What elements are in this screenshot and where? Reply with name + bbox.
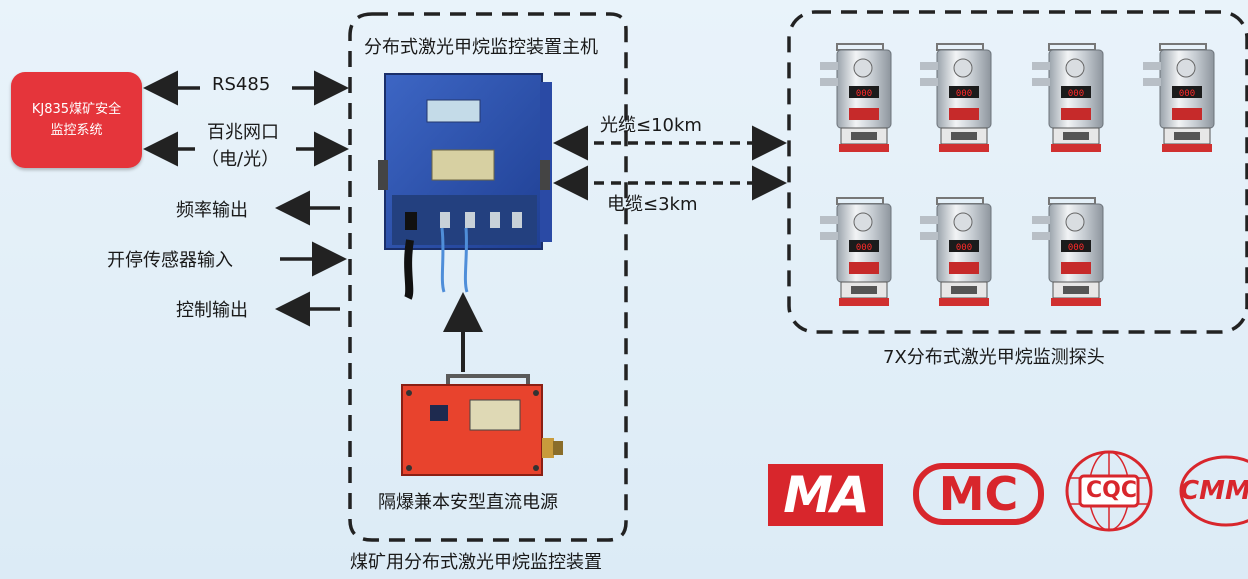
electric-cable-label: 电缆≤3km bbox=[607, 194, 698, 215]
probe-device-3: 000 bbox=[1032, 43, 1104, 152]
host-dashed-frame bbox=[348, 12, 628, 542]
cqc-logo bbox=[1065, 450, 1153, 532]
control-output-label: 控制输出 bbox=[176, 300, 248, 321]
net-port-type-label: （电/光） bbox=[201, 149, 280, 170]
probe-display-2: 000 bbox=[956, 89, 972, 99]
probe-device-4: 000 bbox=[1143, 43, 1215, 152]
cqc-logo-text: CQC bbox=[1086, 478, 1137, 503]
system-caption: 煤矿用分布式激光甲烷监控装置 bbox=[350, 552, 602, 573]
probe-device-6: 000 bbox=[920, 197, 992, 306]
sensor-input-label: 开停传感器输入 bbox=[107, 250, 233, 271]
rs485-label: RS485 bbox=[212, 74, 271, 95]
power-caption: 隔爆兼本安型直流电源 bbox=[378, 492, 558, 513]
probe-display-5: 000 bbox=[856, 243, 872, 253]
ma-logo: MA bbox=[768, 464, 883, 526]
probe-device-2: 000 bbox=[920, 43, 992, 152]
probes-caption: 7X分布式激光甲烷监测探头 bbox=[883, 347, 1105, 368]
probe-device-1: 000 bbox=[820, 43, 892, 152]
freq-output-label: 频率输出 bbox=[176, 200, 248, 221]
monitoring-system-line2: 监控系统 bbox=[50, 123, 103, 138]
cmm-logo-text: CMM bbox=[1180, 476, 1248, 506]
host-device-image bbox=[378, 73, 552, 300]
probe-display-6: 000 bbox=[956, 243, 972, 253]
mc-logo-text: MC bbox=[938, 467, 1019, 521]
probe-display-1: 000 bbox=[856, 89, 872, 99]
ma-logo-text: MA bbox=[783, 466, 869, 524]
probe-display-7: 000 bbox=[1068, 243, 1084, 253]
power-supply-image bbox=[401, 374, 563, 476]
probe-display-4: 000 bbox=[1179, 89, 1195, 99]
host-title: 分布式激光甲烷监控装置主机 bbox=[364, 37, 598, 58]
monitoring-system-box: KJ835煤矿安全 监控系统 bbox=[11, 72, 142, 168]
mc-logo: MC bbox=[913, 463, 1044, 525]
monitoring-system-line1: KJ835煤矿安全 bbox=[31, 102, 122, 117]
probe-display-3: 000 bbox=[1068, 89, 1084, 99]
probes-dashed-frame bbox=[787, 10, 1248, 334]
cmm-logo bbox=[1179, 455, 1248, 527]
probe-device-5: 000 bbox=[820, 197, 892, 306]
net-port-label: 百兆网口 bbox=[207, 122, 279, 143]
optical-cable-label: 光缆≤10km bbox=[600, 115, 702, 136]
probe-device-7: 000 bbox=[1032, 197, 1104, 306]
